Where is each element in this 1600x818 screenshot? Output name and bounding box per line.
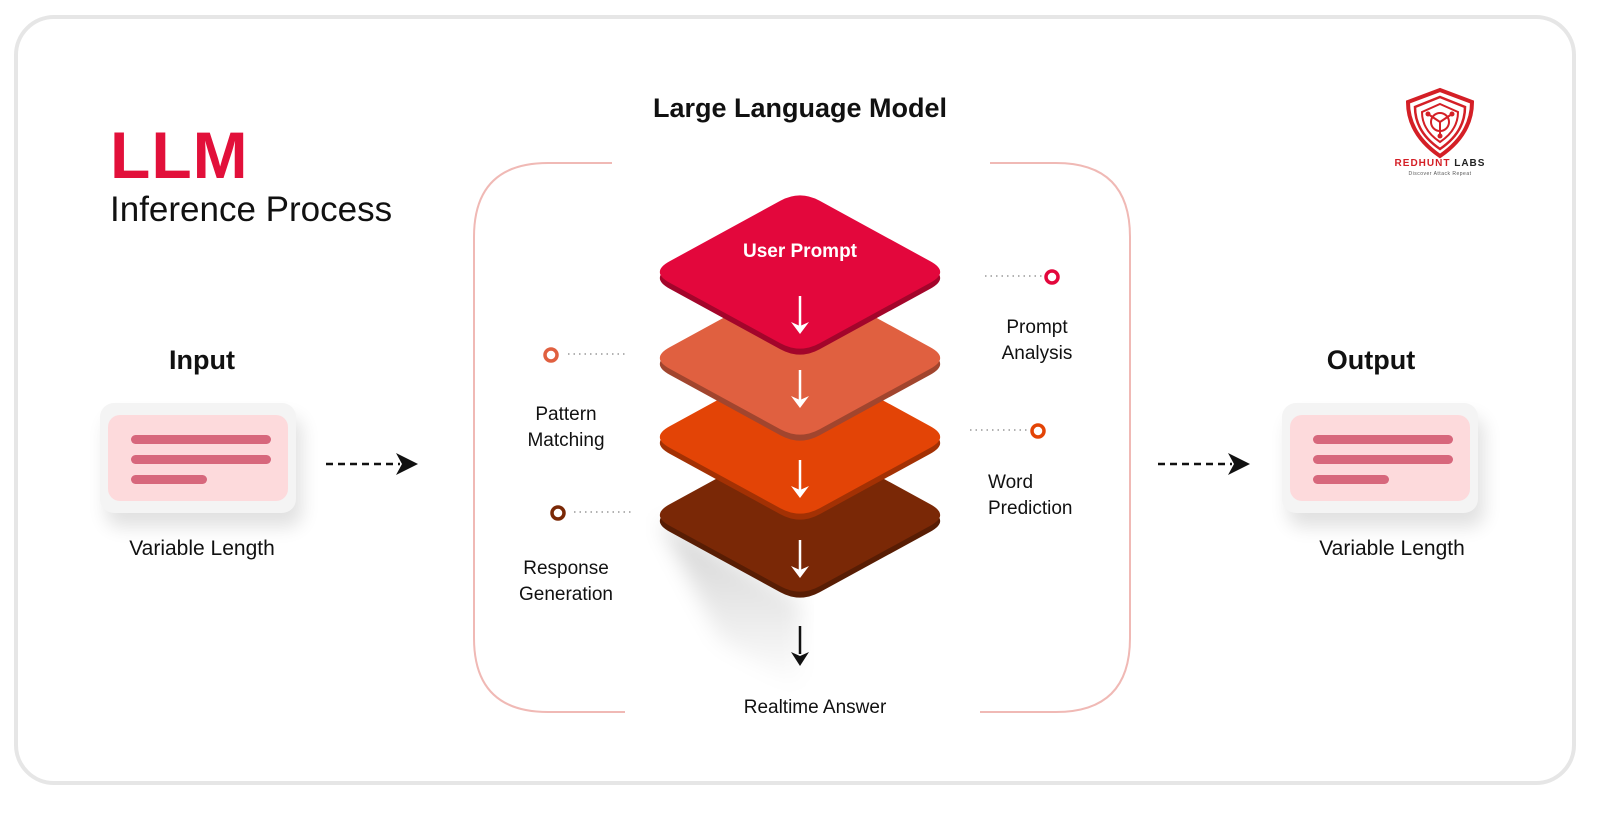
down-arrow-head-icon: [791, 566, 809, 578]
text-line: [1313, 455, 1453, 464]
step-word-prediction: Word Prediction: [976, 470, 1108, 522]
output-text-block: [1290, 415, 1470, 501]
text-line: [131, 435, 271, 444]
realtime-answer-label: Realtime Answer: [743, 697, 887, 718]
step-line: Word: [988, 472, 1034, 493]
output-caption: Variable Length: [1319, 537, 1465, 560]
text-line: [1313, 435, 1453, 444]
input-heading: Input: [169, 345, 235, 375]
text-line: [131, 455, 271, 464]
input-caption: Variable Length: [129, 537, 275, 560]
model-title: Large Language Model: [652, 93, 948, 123]
prompt-analysis-marker-icon: [1044, 269, 1060, 285]
step-line: Analysis: [1001, 343, 1073, 364]
title-llm: LLM: [110, 118, 249, 192]
step-line: Generation: [518, 584, 613, 605]
step-pattern-matching: Pattern Matching: [506, 402, 626, 454]
shield-logo-icon: [1405, 87, 1475, 159]
down-arrow-head-icon: [791, 396, 809, 408]
logo-tagline: Discover Attack Repeat: [1408, 171, 1472, 177]
down-arrow-head-icon: [791, 322, 809, 334]
word-prediction-marker-icon: [1030, 423, 1046, 439]
pattern-matching-marker-icon: [543, 347, 559, 363]
output-card: [1282, 403, 1478, 513]
input-text-block: [108, 415, 288, 501]
input-card: [100, 403, 296, 513]
output-heading: Output: [1326, 345, 1416, 375]
final-arrow-icon: [791, 626, 809, 666]
logo-wordmark: REDHUNT LABS: [1380, 158, 1500, 169]
text-line: [1313, 475, 1389, 484]
step-response-generation: Response Generation: [506, 556, 626, 608]
step-line: Pattern: [535, 404, 597, 425]
title-subtitle: Inference Process: [110, 190, 393, 229]
down-arrow-head-icon: [791, 486, 809, 498]
input-arrow-icon: [326, 453, 418, 475]
stack-shadow: [660, 520, 800, 690]
step-line: Response: [523, 558, 609, 579]
response-generation-marker-icon: [550, 505, 566, 521]
step-line: Matching: [527, 430, 605, 451]
output-arrow-icon: [1158, 453, 1250, 475]
text-line: [131, 475, 207, 484]
layer-user-prompt: [659, 195, 941, 349]
step-line: Prompt: [1006, 317, 1068, 338]
logo-name-red: REDHUNT: [1394, 158, 1451, 169]
logo-name-dark: LABS: [1454, 158, 1486, 169]
step-line: Prediction: [988, 498, 1073, 519]
layer-label-user-prompt: User Prompt: [742, 241, 858, 262]
redhunt-logo: REDHUNT LABS Discover Attack Repeat: [1380, 86, 1500, 178]
step-prompt-analysis: Prompt Analysis: [977, 315, 1097, 367]
